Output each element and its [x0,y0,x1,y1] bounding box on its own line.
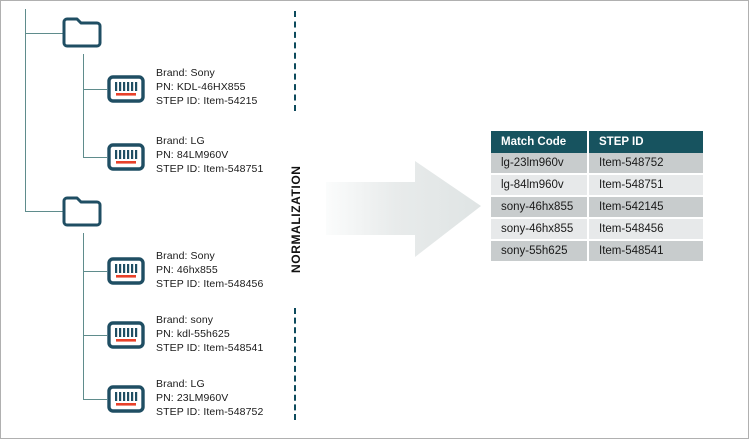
item-brand-label: Brand: Sony [156,67,215,79]
folder-icon-glyph [62,196,102,227]
cell-match-code: sony-46hx855 [491,218,589,241]
item-pn-label: PN: KDL-46HX855 [156,81,246,93]
barcode-icon-glyph [107,257,145,285]
column-header-match-code[interactable]: Match Code [491,131,589,153]
tree-branch-to-folder-1 [25,33,63,34]
cell-step-id: Item-548456 [588,218,703,241]
column-header-step-id[interactable]: STEP ID [588,131,703,153]
tree-branch-item-1-1 [83,89,107,90]
item-step-id-label: STEP ID: Item-548541 [156,342,264,354]
cell-match-code: sony-46hx855 [491,196,589,219]
barcode-icon[interactable] [107,257,145,285]
item-text-block: Brand: Sony PN: 46hx855 STEP ID: Item-54… [156,249,263,291]
normalization-label: NORMALIZATION [289,165,303,273]
item-pn-label: PN: 84LM960V [156,149,229,161]
tree-branch-item-2-1 [83,271,107,272]
tree-branch-item-2-3 [83,399,107,400]
item-step-id-label: STEP ID: Item-548456 [156,278,264,290]
folder-icon-glyph [62,17,102,48]
tree-branch-to-folder-2 [25,211,63,212]
barcode-icon-glyph [107,321,145,349]
right-block-arrow-icon [326,161,481,276]
barcode-icon-glyph [107,75,145,103]
cell-step-id: Item-548751 [588,174,703,197]
tree-spine-group-2 [83,233,84,399]
item-step-id-label: STEP ID: Item-548752 [156,406,264,418]
item-text-block: Brand: Sony PN: KDL-46HX855 STEP ID: Ite… [156,66,258,108]
barcode-icon[interactable] [107,75,145,103]
table-row[interactable]: lg-84lm960v Item-548751 [491,174,703,197]
item-pn-label: PN: kdl-55h625 [156,328,230,340]
table-header-row: Match Code STEP ID [491,131,703,153]
item-brand-label: Brand: sony [156,314,214,326]
tree-branch-item-1-2 [83,157,107,158]
barcode-icon[interactable] [107,321,145,349]
item-text-block: Brand: LG PN: 23LM960V STEP ID: Item-548… [156,377,263,419]
tree-branch-item-2-2 [83,335,107,336]
item-step-id-label: STEP ID: Item-54215 [156,95,258,107]
cell-match-code: sony-55h625 [491,240,589,263]
item-step-id-label: STEP ID: Item-548751 [156,163,264,175]
right-block-arrow-glyph [326,161,481,257]
tree-trunk-line [25,9,26,211]
cell-step-id: Item-542145 [588,196,703,219]
table-row[interactable]: lg-23lm960v Item-548752 [491,153,703,175]
folder-icon[interactable] [61,16,103,49]
barcode-icon[interactable] [107,143,145,171]
item-brand-label: Brand: LG [156,135,205,147]
match-result-table: Match Code STEP ID lg-23lm960v Item-5487… [491,131,703,263]
item-text-block: Brand: LG PN: 84LM960V STEP ID: Item-548… [156,134,263,176]
item-pn-label: PN: 23LM960V [156,392,229,404]
cell-step-id: Item-548752 [588,153,703,175]
tree-spine-group-1 [83,54,84,157]
folder-icon[interactable] [61,195,103,228]
table-row[interactable]: sony-55h625 Item-548541 [491,240,703,263]
dashed-divider-top [294,11,296,111]
cell-match-code: lg-23lm960v [491,153,589,175]
item-text-block: Brand: sony PN: kdl-55h625 STEP ID: Item… [156,313,263,355]
cell-step-id: Item-548541 [588,240,703,263]
item-brand-label: Brand: LG [156,378,205,390]
table-row[interactable]: sony-46hx855 Item-542145 [491,196,703,219]
dashed-divider-bottom [294,308,296,420]
barcode-icon-glyph [107,385,145,413]
item-brand-label: Brand: Sony [156,250,215,262]
cell-match-code: lg-84lm960v [491,174,589,197]
item-pn-label: PN: 46hx855 [156,264,218,276]
table-row[interactable]: sony-46hx855 Item-548456 [491,218,703,241]
barcode-icon[interactable] [107,385,145,413]
barcode-icon-glyph [107,143,145,171]
